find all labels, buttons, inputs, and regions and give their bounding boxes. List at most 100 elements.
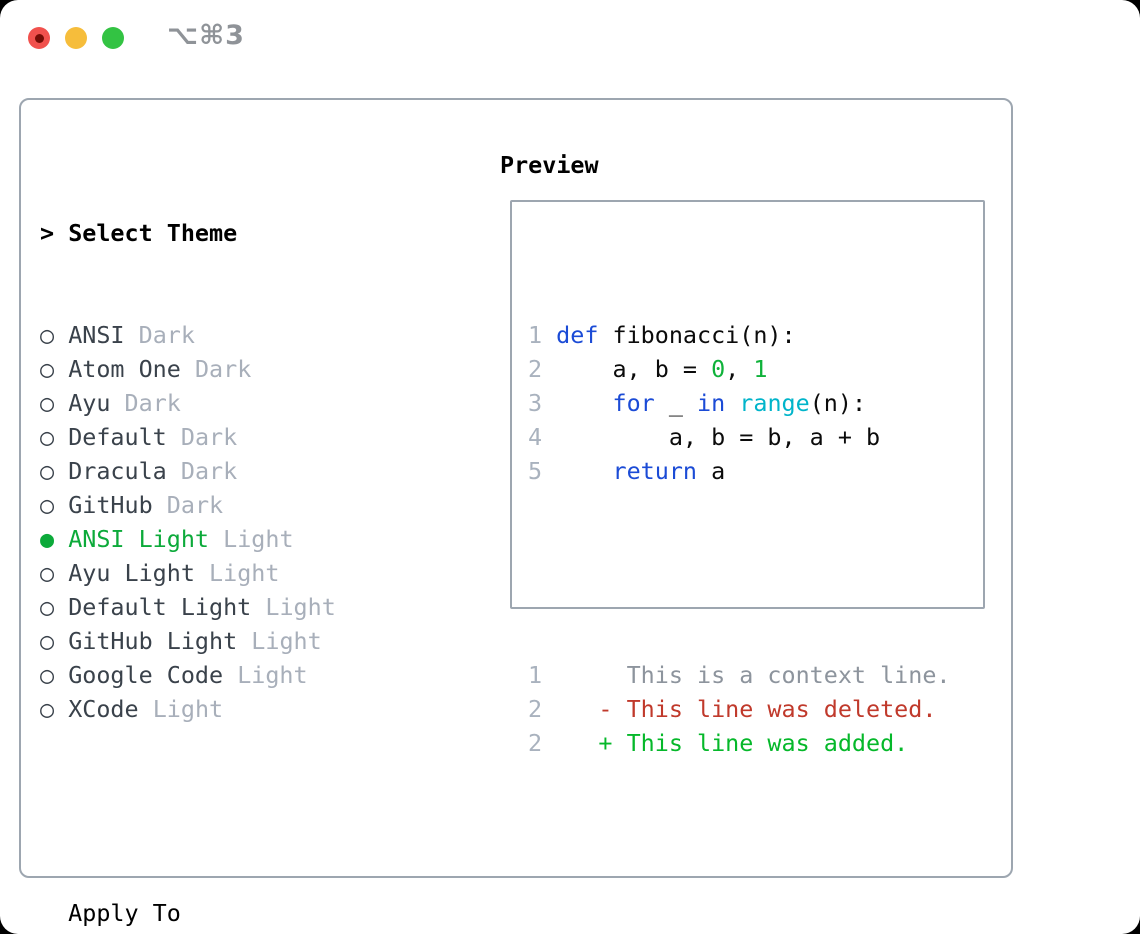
prompt-icon: >: [40, 219, 55, 247]
code-line: 4 a, b = b, a + b: [528, 420, 950, 454]
theme-name: Default: [68, 423, 167, 451]
theme-name: GitHub: [68, 491, 153, 519]
theme-option[interactable]: ○ GitHub Light Light: [40, 624, 434, 658]
code-token: def: [556, 321, 599, 349]
line-number: 2: [528, 355, 557, 383]
select-theme-header: > Select Theme: [40, 216, 434, 250]
diff-line: 2 + This line was added.: [528, 726, 950, 760]
theme-option[interactable]: ● ANSI Light Light: [40, 522, 434, 556]
radio-icon: ○: [40, 661, 55, 689]
theme-option[interactable]: ○ ANSI Dark: [40, 318, 434, 352]
line-number: 1: [528, 321, 557, 349]
code-token: ,: [725, 355, 754, 383]
code-token: [556, 729, 598, 757]
theme-option[interactable]: ○ Dracula Dark: [40, 454, 434, 488]
traffic-lights: [28, 27, 124, 49]
code-token: This is a context line.: [556, 661, 951, 689]
code-token: return: [612, 457, 698, 485]
theme-name: Ayu Light: [68, 559, 195, 587]
line-number: 2: [528, 729, 557, 757]
window-title: ⌥⌘3: [167, 20, 245, 51]
theme-option[interactable]: ○ Google Code Light: [40, 658, 434, 692]
select-theme-title: Select Theme: [68, 219, 238, 247]
line-number: 5: [528, 457, 557, 485]
radio-selected-icon: ●: [40, 525, 55, 553]
close-button[interactable]: [28, 27, 50, 49]
theme-name: Ayu: [68, 389, 111, 417]
theme-option[interactable]: ○ Default Dark: [40, 420, 434, 454]
code-token: a, b =: [556, 355, 712, 383]
line-number: 2: [528, 695, 557, 723]
zoom-button[interactable]: [102, 27, 124, 49]
line-number: 3: [528, 389, 557, 417]
code-token: 0: [711, 355, 726, 383]
radio-icon: ○: [40, 389, 55, 417]
theme-variant-tag: Dark: [180, 457, 238, 485]
theme-variant-tag: Light: [237, 661, 308, 689]
theme-variant-tag: Light: [251, 627, 322, 655]
theme-name: Dracula: [68, 457, 167, 485]
code-line: 2 a, b = 0, 1: [528, 352, 950, 386]
theme-option[interactable]: ○ Default Light Light: [40, 590, 434, 624]
radio-icon: ○: [40, 457, 55, 485]
theme-option[interactable]: ○ XCode Light: [40, 692, 434, 726]
radio-icon: ○: [40, 321, 55, 349]
code-token: (n):: [809, 389, 867, 417]
theme-name: Google Code: [68, 661, 224, 689]
code-token: _: [654, 389, 698, 417]
theme-name: XCode: [68, 695, 139, 723]
theme-variant-tag: Light: [152, 695, 224, 723]
code-token: for: [612, 389, 655, 417]
theme-selector-panel: [19, 98, 1013, 878]
theme-name: Default Light: [68, 593, 252, 621]
code-token: [556, 389, 612, 417]
radio-icon: ○: [40, 593, 55, 621]
minimize-button[interactable]: [65, 27, 87, 49]
spacer: [528, 556, 950, 590]
diff-line: 2 - This line was deleted.: [528, 692, 950, 726]
radio-icon: ○: [40, 423, 55, 451]
theme-name: ANSI: [68, 321, 125, 349]
theme-list-column: > Select Theme ○ ANSI Dark○ Atom One Dar…: [40, 148, 434, 934]
theme-option[interactable]: ○ Atom One Dark: [40, 352, 434, 386]
code-token: - This line was deleted.: [598, 695, 937, 723]
code-token: [556, 457, 612, 485]
code-line: 1 def fibonacci(n):: [528, 318, 950, 352]
theme-option[interactable]: ○ Ayu Dark: [40, 386, 434, 420]
radio-icon: ○: [40, 355, 55, 383]
code-token: 1: [753, 355, 768, 383]
code-token: + This line was added.: [598, 729, 909, 757]
code-line: 3 for _ in range(n):: [528, 386, 950, 420]
diff-sample: 1 This is a context line.2 - This line w…: [528, 658, 950, 760]
preview-pane: [510, 200, 985, 609]
radio-icon: ○: [40, 627, 55, 655]
diff-line: 1 This is a context line.: [528, 658, 950, 692]
theme-variant-tag: Dark: [138, 321, 195, 349]
theme-variant-tag: Dark: [166, 491, 224, 519]
titlebar: ⌥⌘3: [0, 0, 1140, 76]
apply-to-title: Apply To: [68, 899, 181, 927]
theme-variant-tag: Light: [265, 593, 336, 621]
code-token: a: [697, 457, 726, 485]
theme-option[interactable]: ○ Ayu Light Light: [40, 556, 434, 590]
theme-option[interactable]: ○ GitHub Dark: [40, 488, 434, 522]
theme-variant-tag: Light: [209, 559, 280, 587]
line-number: 4: [528, 423, 557, 451]
code-line: 5 return a: [528, 454, 950, 488]
apply-to-header: Apply To: [40, 896, 434, 930]
preview-title: Preview: [500, 151, 599, 179]
radio-icon: ○: [40, 491, 55, 519]
theme-list: ○ ANSI Dark○ Atom One Dark○ Ayu Dark○ De…: [40, 318, 434, 726]
theme-variant-tag: Dark: [124, 389, 181, 417]
code-token: range: [739, 389, 810, 417]
theme-variant-tag: Light: [223, 525, 294, 553]
code-token: a, b = b, a + b: [556, 423, 881, 451]
line-number: 1: [528, 661, 557, 689]
theme-variant-tag: Dark: [194, 355, 252, 383]
code-token: fibonacci(n):: [598, 321, 796, 349]
code-token: [725, 389, 739, 417]
code-token: in: [697, 389, 726, 417]
